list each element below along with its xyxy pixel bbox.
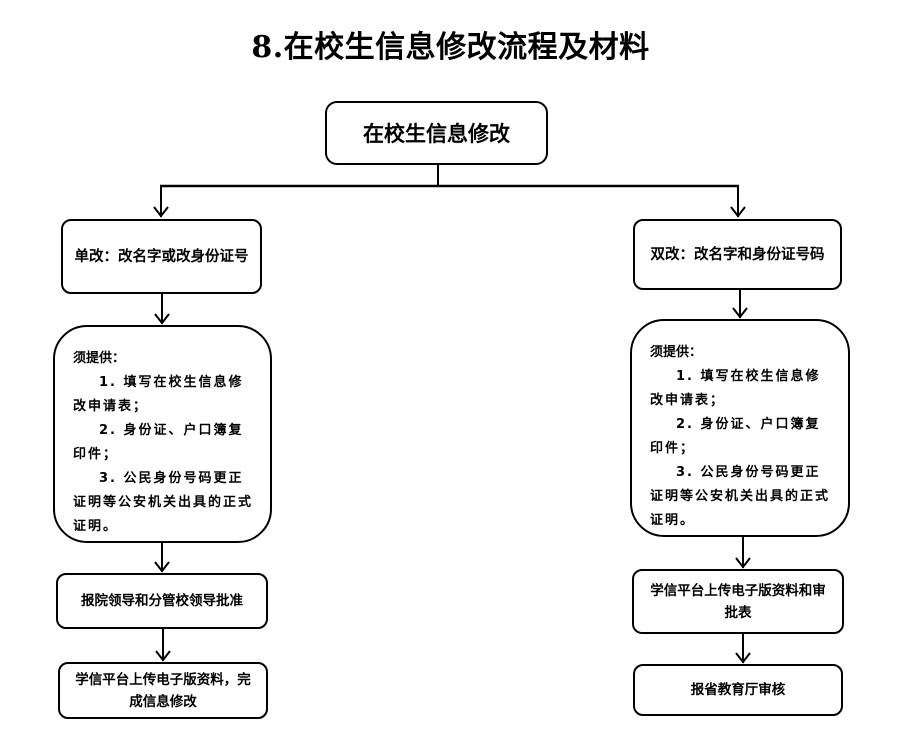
left-branch-node: 单改：改名字或改身份证号 <box>61 219 262 294</box>
right-upload-step: 学信平台上传电子版资料和审批表 <box>632 569 844 634</box>
right-branch-node: 双改：改名字和身份证号码 <box>633 219 842 290</box>
left-requirement-item: 2. 身份证、户口簿复印件； <box>73 423 244 462</box>
arrowhead-right-req <box>732 307 748 319</box>
right-branch-label: 双改：改名字和身份证号码 <box>650 246 825 263</box>
root-node: 在校生信息修改 <box>325 101 548 165</box>
root-node-label: 在校生信息修改 <box>363 122 510 146</box>
page-title: 8.在校生信息修改流程及材料 <box>251 30 650 65</box>
right-requirement-item: 1. 填写在校生信息修改申请表； <box>650 369 821 408</box>
left-requirements-node: 须提供： 1. 填写在校生信息修改申请表； 2. 身份证、户口簿复印件； 3. … <box>53 325 272 543</box>
arrowhead-left-req <box>154 313 170 325</box>
right-review-step-label: 报省教育厅审核 <box>690 682 786 698</box>
right-requirements-heading: 须提供： <box>650 345 703 360</box>
right-upload-step-label: 学信平台上传电子版资料和审批表 <box>650 582 826 621</box>
right-requirement-item: 2. 身份证、户口簿复印件； <box>650 417 821 456</box>
left-upload-step-label: 学信平台上传电子版资料，完成信息修改 <box>75 671 251 710</box>
arrowhead-left-approve <box>154 561 170 573</box>
arrowhead-right-branch <box>730 206 746 218</box>
arrowhead-right-review <box>735 652 751 664</box>
arrowhead-left-upload <box>155 650 171 662</box>
right-review-step: 报省教育厅审核 <box>633 664 843 716</box>
left-branch-label: 单改：改名字或改身份证号 <box>74 248 249 265</box>
arrowhead-left-branch <box>153 206 169 218</box>
right-requirements-node: 须提供： 1. 填写在校生信息修改申请表； 2. 身份证、户口簿复印件； 3. … <box>630 319 850 537</box>
left-requirement-item: 1. 填写在校生信息修改申请表； <box>73 375 244 414</box>
left-requirements-heading: 须提供： <box>73 351 126 366</box>
left-upload-step: 学信平台上传电子版资料，完成信息修改 <box>58 662 268 719</box>
arrowhead-right-upload <box>735 557 751 569</box>
left-approval-step: 报院领导和分管校领导批准 <box>56 573 268 629</box>
left-approval-step-label: 报院领导和分管校领导批准 <box>81 593 243 609</box>
left-requirement-item: 3. 公民身份号码更正证明等公安机关出具的正式证明。 <box>73 471 254 534</box>
right-requirement-item: 3. 公民身份号码更正证明等公安机关出具的正式证明。 <box>650 465 831 528</box>
